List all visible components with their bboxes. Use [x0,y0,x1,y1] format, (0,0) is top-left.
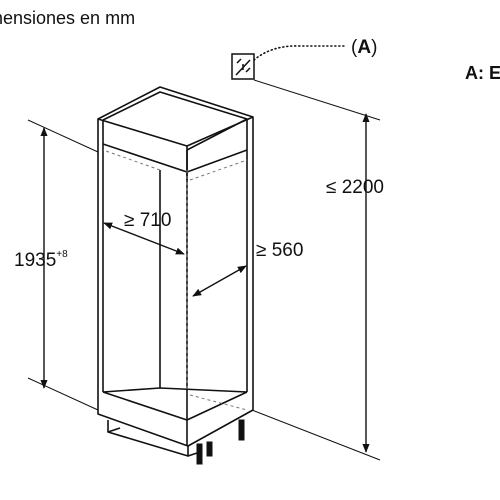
cabinet-inner-bottom [102,387,248,393]
extension-lines [27,79,381,461]
cabinet-top-front [97,116,254,147]
socket-symbol [235,58,251,76]
ext-1935-bottom [27,377,99,411]
arrow-560 [192,265,247,297]
dimension-max-height: ≤ 2200 [326,177,384,198]
callout-close: ) [371,37,378,58]
cabinet-top-inner [102,91,248,151]
cabinet-outline [97,86,254,447]
callout-label: (A) [351,38,377,57]
hidden-lines [102,149,248,411]
cabinet-niche [97,86,254,457]
hidden-line-1 [189,159,248,181]
niche-height-value: 1935 [14,250,57,271]
dimension-arrows [40,113,370,453]
foot-front-left [196,443,203,465]
electrical-socket-icon [231,53,255,80]
plinth-left [107,420,189,457]
ext-2200-bottom [251,409,381,461]
hidden-line-2 [102,149,161,171]
dimension-niche-width: ≥ 710 [124,210,172,231]
foot-front-right [206,441,213,457]
niche-height-tolerance: +8 [56,249,68,260]
arrow-710 [103,222,185,255]
hidden-line-3 [189,394,248,411]
dimension-niche-height: 1935+8 [14,249,68,271]
plinth-small [107,427,121,433]
ext-2200-top [253,79,381,121]
cabinet-feet [196,419,245,465]
callout-leader [253,45,347,61]
ext-1935-top [27,119,99,153]
callout-letter: A [357,37,372,58]
foot-right [238,419,245,441]
socket-frame [231,53,255,80]
dimension-niche-depth: ≥ 560 [256,240,304,261]
diagram-title: mensiones en mm [0,8,136,28]
callout-open: ( [351,37,358,58]
cabinet-inner-bottom-front [102,391,248,421]
legend-label: A: E [465,63,500,83]
